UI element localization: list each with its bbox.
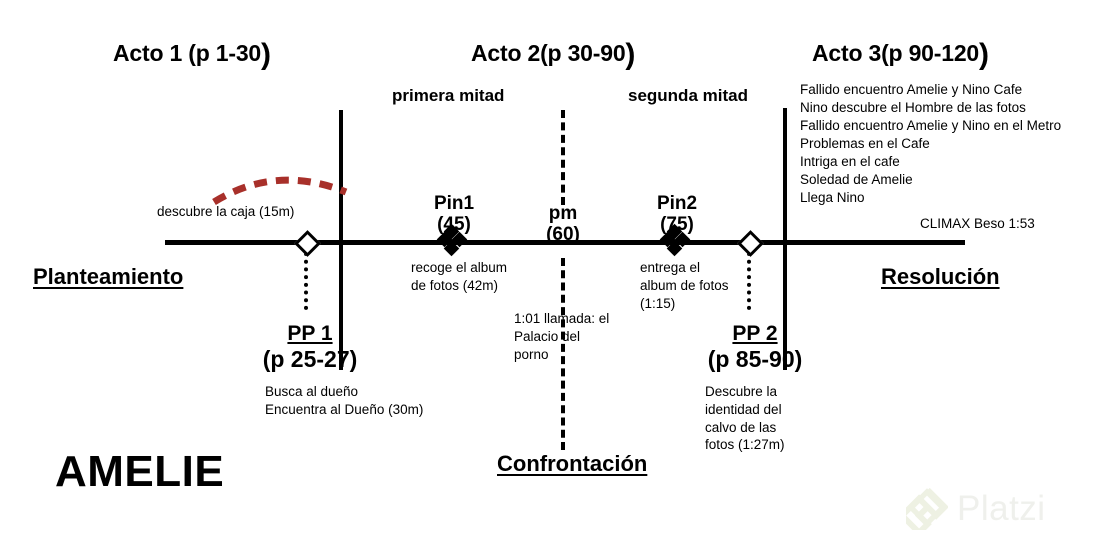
pp1-note: Busca al dueño Encuentra al Dueño (30m) [265,384,424,417]
pin1-note: recoge el album de fotos (42m) [411,260,508,293]
act-title-1-text: Acto 1 (p 1-30 [113,40,262,66]
pp1-title: PP 1 [287,322,333,345]
pin1-label: Pin1 (45) [404,193,504,236]
pp2-title: PP 2 [732,322,778,345]
stage-label-confrontacion: Confrontación [497,451,648,476]
half-label-first: primera mitad [392,86,505,105]
plot-point-1-label: PP 1 (p 25-27) [255,322,365,373]
act-title-2-paren: ) [625,38,636,71]
pin2-note: entrega el album de fotos (1:15) [640,260,729,311]
marker-diamond-pp1 [294,230,321,257]
list-item: Fallido encuentro Amelie y Nino Cafe [800,82,1023,97]
pin2-label: Pin2 (75) [627,193,727,236]
act3-event-list: Fallido encuentro Amelie y Nino Cafe Nin… [800,81,1061,208]
platzi-wordmark: Platzi [957,489,1046,528]
plot-point-2-label: PP 2 (p 85-90) [700,322,810,373]
act2-act3-divider [783,108,787,370]
act-title-3-paren: ) [979,38,989,71]
half-label-second: segunda mitad [628,86,748,105]
midpoint-label: pm (60) [513,203,613,246]
pp2-pages: (p 85-90) [707,346,803,373]
act1-act2-divider [339,110,343,370]
stage-label-resolucion: Resolución [881,264,1000,289]
pp2-note: Descubre la identidad del calvo de las f… [705,384,785,453]
pp2-connector [747,252,751,310]
marker-diamond-pp2 [737,230,764,257]
midpoint-name: pm [548,203,578,224]
platzi-logo-icon [906,488,948,530]
midpoint-divider-bottom [561,258,565,450]
act-title-3: Acto 3(p 90-120) [812,38,989,72]
act-title-1-paren: ) [261,38,271,71]
list-item: Intriga en el cafe [800,154,900,170]
main-timeline-axis [165,240,965,245]
act-title-3-text: Acto 3(p 90-120 [812,40,980,66]
inciting-incident-arc-icon [212,176,348,205]
inciting-incident-note: descubre la caja (15m) [157,204,295,219]
pin1-time: (45) [437,214,471,236]
list-item: Fallido encuentro Amelie y Nino en el Me… [800,118,1062,134]
stage-label-planteamiento: Planteamiento [33,264,184,289]
midpoint-note: 1:01 llamada: el Palacio del porno [514,311,610,362]
pin1-name: Pin1 [433,193,475,214]
midpoint-time: (60) [546,224,580,246]
pp1-connector [304,252,308,310]
pp1-pages: (p 25-27) [262,346,358,373]
act-title-1: Acto 1 (p 1-30) [113,38,271,72]
list-item: Problemas en el Cafe [800,136,930,152]
climax-label: CLIMAX Beso 1:53 [920,216,1035,231]
list-item: Nino descubre el Hombre de las fotos [800,100,1026,116]
act-title-2: Acto 2(p 30-90) [471,38,635,72]
film-title: AMELIE [55,447,225,496]
act-title-2-text: Acto 2(p 30-90 [471,40,626,66]
midpoint-divider-top [561,110,565,205]
list-item: Llega Nino [800,190,865,206]
list-item: Soledad de Amelie [800,172,913,188]
pin2-name: Pin2 [656,193,698,214]
pin2-time: (75) [660,214,694,236]
platzi-watermark: Platzi [906,488,1046,530]
